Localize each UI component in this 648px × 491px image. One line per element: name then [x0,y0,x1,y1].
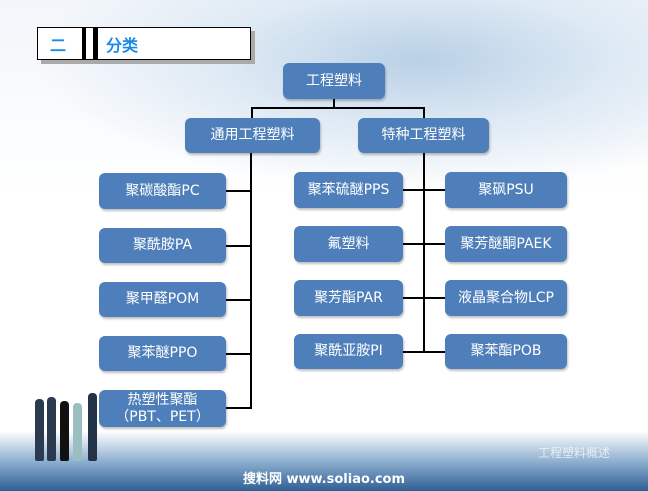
node-pom: 聚甲醛POM [99,282,226,317]
node-pob: 聚苯酯POB [445,334,567,369]
section-number: 二 [50,36,67,55]
section-heading: 二 分类 [37,27,251,60]
connector [403,351,445,353]
node-root: 工程塑料 [283,63,385,99]
node-paek: 聚芳醚酮PAEK [445,226,567,262]
connector [333,99,335,109]
person-figure [35,399,44,461]
connector [226,407,251,409]
node-pbt-pet: 热塑性聚酯 （PBT、PET） [99,390,226,427]
connector [251,107,425,109]
connector [403,189,445,191]
site-watermark: 搜料网 www.soliao.com [242,472,406,487]
node-par: 聚芳酯PAR [294,280,403,316]
node-special: 特种工程塑料 [358,118,489,153]
footer-caption: 工程塑料概述 [537,446,610,460]
divider [82,28,86,59]
connector [423,107,425,118]
connector [226,245,251,247]
node-general: 通用工程塑料 [185,118,320,153]
node-pc: 聚碳酸酯PC [99,173,226,209]
connector [226,190,251,192]
person-figure [60,401,69,461]
connector [226,299,251,301]
node-pa: 聚酰胺PA [99,228,226,263]
connector [226,353,251,355]
person-figure [73,403,82,461]
connector [251,107,253,118]
node-pps: 聚苯硫醚PPS [294,172,403,208]
person-figure [47,397,56,461]
divider [93,28,98,59]
node-fluoroplastic: 氟塑料 [294,226,403,262]
connector [250,153,252,409]
node-ppo: 聚苯醚PPO [99,336,226,371]
person-figure [88,393,97,461]
connector [403,243,445,245]
footer-band [0,431,648,491]
connector [423,153,425,353]
node-pi: 聚酰亚胺PI [294,334,403,369]
node-psu: 聚砜PSU [445,172,567,208]
connector [403,297,445,299]
section-title: 分类 [106,36,139,55]
node-lcp: 液晶聚合物LCP [445,280,567,316]
